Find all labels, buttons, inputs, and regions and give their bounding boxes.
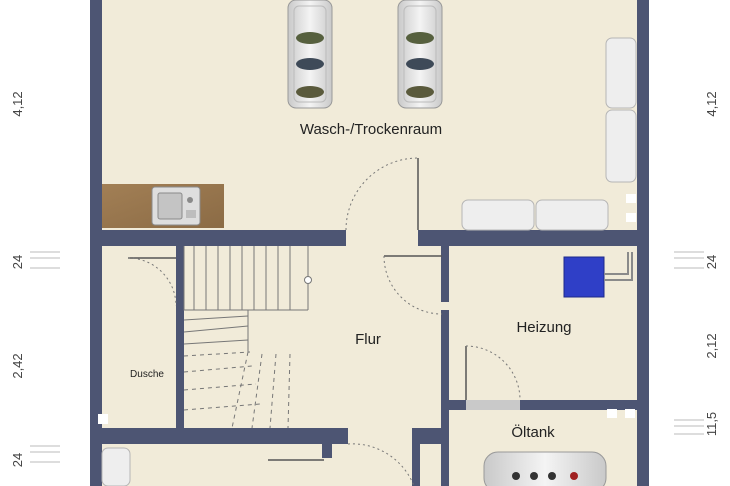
dimension-label-right-2: 24 <box>704 255 719 269</box>
dimension-label-right-1: 4,12 <box>704 91 719 116</box>
threshold <box>466 400 520 410</box>
room-label-heizung: Heizung <box>516 319 571 336</box>
dimension-label-left-1: 4,12 <box>10 91 25 116</box>
sink-icon <box>151 186 201 226</box>
window-markers <box>98 194 636 424</box>
washing-machine-icon <box>287 0 333 109</box>
dimension-lines <box>30 251 704 463</box>
dimension-label-left-4: 24 <box>10 453 25 467</box>
room-label-oeltank: Öltank <box>511 423 555 441</box>
dimension-label-right-3: 2,12 <box>704 333 719 358</box>
dimension-label-left-3: 2,42 <box>10 353 25 378</box>
cabinets <box>101 37 637 486</box>
oil-tank-icon <box>483 451 607 486</box>
staircase <box>183 246 312 429</box>
room-label-dusche: Dusche <box>130 369 164 380</box>
dimension-label-left-2: 24 <box>10 255 25 269</box>
walls <box>90 0 649 486</box>
boiler-icon <box>563 256 605 298</box>
room-label-wasch-trockenraum: Wasch-/Trockenraum <box>300 121 442 138</box>
dryer-icon <box>397 0 443 109</box>
doors <box>127 157 521 486</box>
dimension-label-right-4: 11,5 <box>704 412 719 436</box>
room-label-flur: Flur <box>355 331 381 348</box>
